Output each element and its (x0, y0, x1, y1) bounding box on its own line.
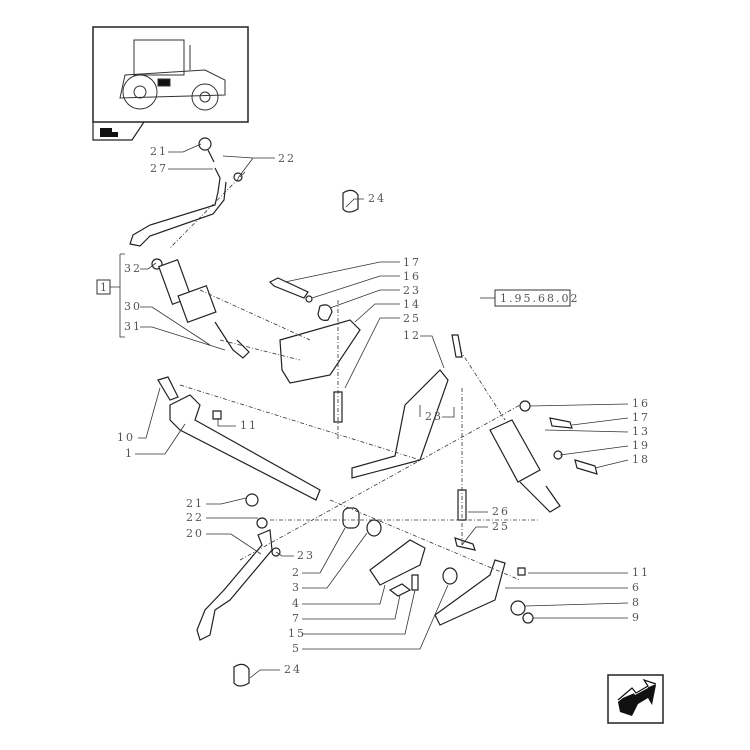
callout-26: 26 (492, 505, 510, 518)
bushing-2 (342, 507, 382, 537)
callout-21-lower: 21 (186, 497, 204, 510)
callout-16-right: 16 (632, 397, 650, 410)
link-arm-1 (157, 376, 321, 501)
bolt-ref (451, 334, 463, 358)
spring-25-upper (333, 391, 343, 423)
callout-25-center: 25 (492, 520, 510, 533)
callout-4: 4 (292, 597, 301, 610)
callout-22-lower: 22 (186, 511, 204, 524)
clip-nut-top (342, 189, 359, 213)
clip-nut-bottom (233, 663, 250, 687)
callout-11-right: 11 (632, 566, 650, 579)
callout-27: 27 (150, 162, 168, 175)
callout-10: 10 (117, 431, 135, 444)
bracket-14 (279, 319, 361, 384)
callout-31: 31 (124, 320, 142, 333)
callout-25: 25 (403, 312, 421, 325)
alignment-lines (169, 171, 540, 581)
linkage-rod-lower (196, 493, 281, 641)
callout-22: 22 (278, 152, 296, 165)
group-label: 1 (100, 281, 109, 294)
callout-15: 15 (288, 627, 306, 640)
callout-23: 23 (403, 284, 421, 297)
callouts-bottom-nut: 24 (249, 663, 302, 679)
callout-17-right: 17 (632, 411, 650, 424)
callouts-top-left: 21 27 22 24 (150, 143, 386, 208)
callouts-right-upper: 16 17 13 19 18 (529, 397, 650, 469)
callout-13: 13 (632, 425, 650, 438)
callout-11-left: 11 (240, 419, 258, 432)
reference-code: 1.95.68.02 (500, 292, 579, 305)
callout-6: 6 (632, 581, 641, 594)
callouts-right-low: 11 6 8 9 (505, 566, 650, 624)
callouts-left-low: 21 22 20 23 (186, 497, 315, 562)
lever-arm-6 (434, 537, 534, 626)
callouts-group-left: 32 30 31 (124, 262, 226, 351)
bracket-12 (351, 369, 449, 479)
callout-16: 16 (403, 270, 421, 283)
vehicle-type-icon (100, 128, 118, 137)
callout-30: 30 (124, 300, 142, 313)
callout-21: 21 (150, 145, 168, 158)
callout-9: 9 (632, 611, 641, 624)
callout-18: 18 (632, 453, 650, 466)
callouts-left-mid: 10 1 11 (117, 387, 258, 460)
cylinder-assembly-right (489, 400, 598, 513)
callout-20: 20 (186, 527, 204, 540)
callout-5: 5 (292, 642, 301, 655)
cylinder-assembly-left (151, 258, 250, 359)
callout-24-bottom: 24 (284, 663, 302, 676)
next-page-arrow-icon[interactable] (607, 674, 664, 724)
tractor-icon (119, 39, 226, 111)
callouts-bottom-mid: 2 3 4 7 15 5 (288, 527, 449, 655)
callouts-upper-middle: 17 16 23 14 25 12 (284, 256, 445, 389)
tractor-thumbnail[interactable] (92, 26, 249, 141)
callout-7: 7 (292, 612, 301, 625)
callouts-center: 23 26 25 (419, 405, 510, 546)
callout-3: 3 (292, 581, 301, 594)
callout-14: 14 (403, 298, 421, 311)
callout-1: 1 (125, 447, 134, 460)
callout-23-lower: 23 (297, 549, 315, 562)
linkage-rod-upper (129, 137, 243, 247)
lever-arm-4 (369, 539, 426, 597)
callout-32: 32 (124, 262, 142, 275)
callout-8: 8 (632, 596, 641, 609)
callout-12: 12 (403, 329, 421, 342)
callout-17: 17 (403, 256, 421, 269)
reference-box[interactable]: 1.95.68.02 (480, 289, 579, 307)
callout-24-top: 24 (368, 192, 386, 205)
callout-2: 2 (292, 566, 301, 579)
callout-19: 19 (632, 439, 650, 452)
group-bracket: 1 (96, 253, 125, 338)
bolt-17 (268, 277, 333, 321)
callout-23-center: 23 (425, 410, 443, 423)
